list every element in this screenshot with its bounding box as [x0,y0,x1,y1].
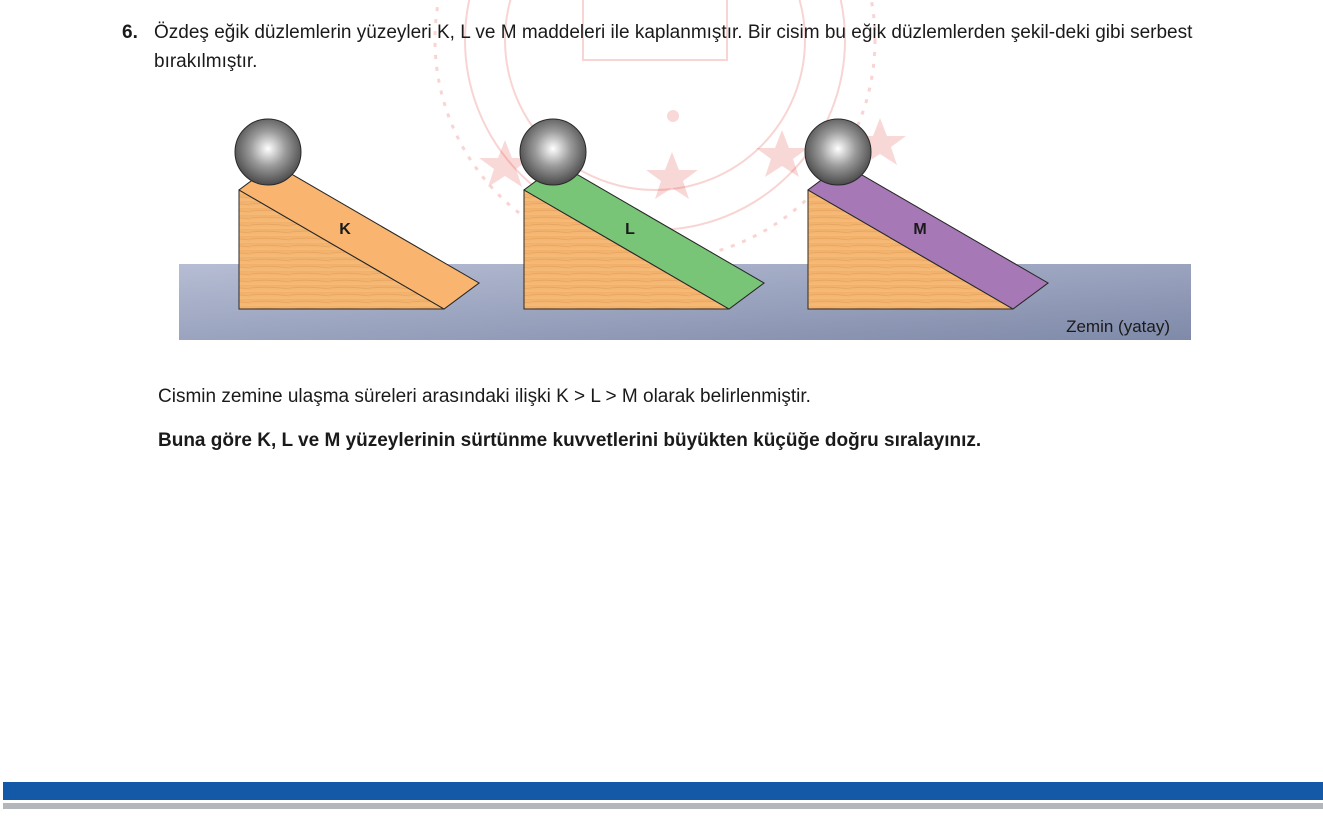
inclined-planes-figure: K L M Zemin (yatay) [179,118,1191,340]
task-statement: Buna göre K, L ve M yüzeylerinin sürtünm… [158,430,982,451]
footer-bar-primary [3,782,1323,800]
question-text: Özdeş eğik düzlemlerin yüzeyleri K, L ve… [154,22,1193,72]
incline-m: M [804,118,1049,310]
relation-statement: Cismin zemine ulaşma süreleri arasındaki… [158,386,811,407]
ground-label: Zemin (yatay) [1066,317,1170,336]
ball [234,118,302,186]
ball [804,118,872,186]
label-l: L [625,221,635,238]
incline-l: L [519,118,765,310]
footer-bar-secondary [3,803,1323,809]
question-6: 6. Özdeş eğik düzlemlerin yüzeyleri K, L… [122,18,1222,76]
label-m: M [913,221,926,238]
ball [519,118,587,186]
incline-k: K [234,118,480,310]
question-number: 6. [122,22,138,43]
label-k: K [339,221,351,238]
